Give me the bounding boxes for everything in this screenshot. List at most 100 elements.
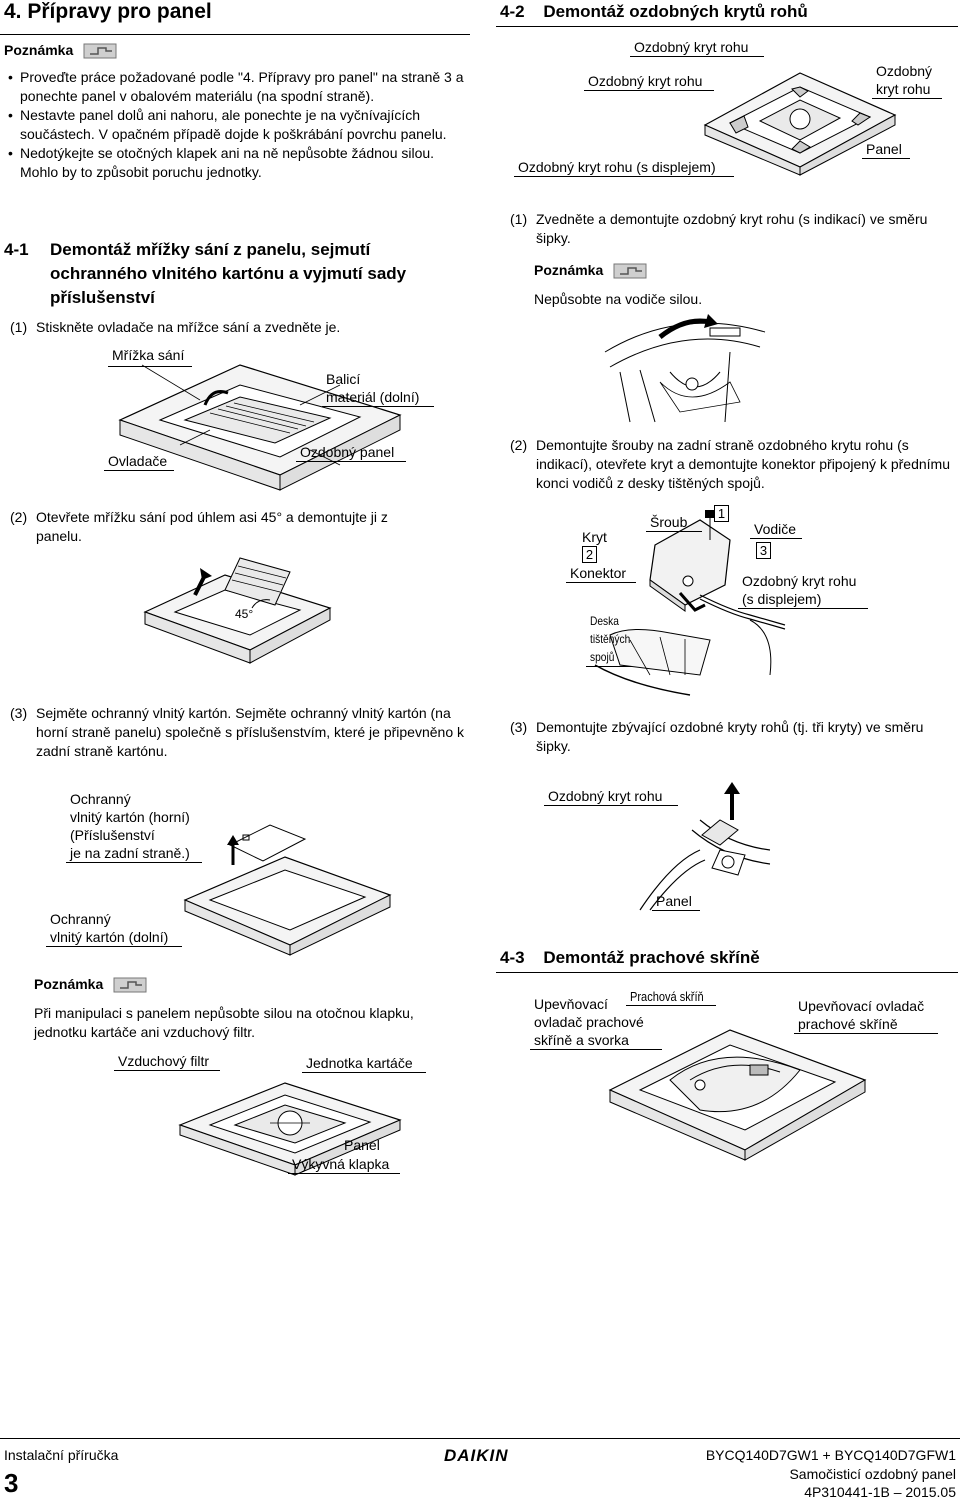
label-lower-carton-2: vlnitý kartón (dolní) xyxy=(50,929,169,945)
label-cover: Kryt xyxy=(582,529,607,545)
label-controls: Ovladače xyxy=(108,453,168,469)
subsection-number: 4-2 xyxy=(500,2,525,21)
label-corner-left: Ozdobný kryt rohu xyxy=(588,73,703,89)
label-dust-left-3: skříně a svorka xyxy=(534,1032,629,1048)
subsection-number: 4-1 xyxy=(4,240,29,259)
label-panel-3: Panel xyxy=(656,893,692,909)
label-corner-cover-3: Ozdobný kryt rohu xyxy=(548,788,663,804)
label-pcb-1: Deska xyxy=(590,614,619,628)
step-text: Stiskněte ovladače na mřížce sání a zved… xyxy=(36,319,341,335)
label-dust-left-2: ovladač prachové xyxy=(534,1014,644,1030)
label-corner-right-2: kryt rohu xyxy=(876,81,931,97)
note-bullet: Nestavte panel dolů ani nahoru, ale pone… xyxy=(4,106,464,144)
hand-pointer-icon xyxy=(113,977,147,993)
label-decor-panel: Ozdobný panel xyxy=(300,444,395,460)
label-panel-42: Panel xyxy=(866,141,902,157)
footer-docid: 4P310441-1B – 2015.05 xyxy=(804,1484,956,1500)
step-text: Sejměte ochranný vlnitý kartón. Sejměte … xyxy=(36,705,465,759)
subsection-4-2-heading: 4-2 Demontáž ozdobných krytů rohů xyxy=(500,2,808,22)
hand-pointer-icon xyxy=(83,43,117,59)
label-upper-carton-2: vlnitý kartón (horní) xyxy=(70,809,190,825)
label-corner-display: Ozdobný kryt rohu (s displejem) xyxy=(518,159,716,175)
figure-dust-box xyxy=(608,1029,867,1161)
label-pcb-3: spojů xyxy=(590,650,615,664)
note-header-3: Poznámka xyxy=(534,262,648,280)
label-panel: Panel xyxy=(344,1137,380,1153)
step-4-1-2: (2) Otevřete mřížku sání pod úhlem asi 4… xyxy=(10,508,430,546)
section-title-rule xyxy=(0,34,470,35)
figure-corner-covers xyxy=(703,72,897,176)
label-swing-flap: Výkyvná klapka xyxy=(292,1156,390,1172)
label-upper-carton-4: je na zadní straně.) xyxy=(70,845,190,861)
label-dust-box: Prachová skříň xyxy=(630,989,704,1004)
step-number: (3) xyxy=(10,705,28,721)
label-lower-carton-1: Ochranný xyxy=(50,911,111,927)
note-label: Poznámka xyxy=(4,42,74,59)
marker-1: 1 xyxy=(714,505,729,523)
label-corner-display-1: Ozdobný kryt rohu xyxy=(742,573,857,589)
label-corner-display-2: (s displejem) xyxy=(742,591,822,607)
note-bullet: Nedotýkejte se otočných klapek ani na ně… xyxy=(4,144,464,182)
label-wires: Vodiče xyxy=(754,521,797,537)
hand-pointer-icon xyxy=(613,263,647,279)
label-dust-right-1: Upevňovací ovladač xyxy=(798,998,925,1014)
footer-doc-type: Instalační příručka xyxy=(4,1447,119,1463)
label-packing-2: materiál (dolní) xyxy=(326,389,420,405)
note-header-2: Poznámka xyxy=(34,976,148,994)
note-bullet-list: Proveďte práce požadované podle "4. Příp… xyxy=(4,68,464,182)
label-brush-unit: Jednotka kartáče xyxy=(306,1055,413,1071)
subsection-number: 4-3 xyxy=(500,948,525,967)
label-grille: Mřížka sání xyxy=(112,347,185,363)
subsection-4-1-heading: 4-1 Demontáž mřížky sání z panelu, sejmu… xyxy=(4,238,464,310)
note-text: Při manipulaci s panelem nepůsobte silou… xyxy=(34,1005,414,1040)
note-header: Poznámka xyxy=(4,42,118,60)
step-number: (1) xyxy=(510,211,528,227)
subsection-title: Demontáž prachové skříně xyxy=(543,948,760,967)
label-dust-right-2: prachové skříně xyxy=(798,1016,898,1032)
note-label: Poznámka xyxy=(534,262,604,279)
subsection-title: Demontáž mřížky sání z panelu, sejmutí o… xyxy=(50,240,407,307)
figure-grille-lift xyxy=(118,364,402,491)
subsection-4-3-heading: 4-3 Demontáž prachové skříně xyxy=(500,948,760,968)
label-corner-top: Ozdobný kryt rohu xyxy=(634,39,749,55)
figure-cardboard-removal xyxy=(183,824,392,956)
label-corner-right-1: Ozdobný xyxy=(876,63,933,79)
brand-logo: DAIKIN xyxy=(444,1446,509,1465)
step-text: Demontujte zbývající ozdobné kryty rohů … xyxy=(536,719,924,754)
label-pcb-2: tištěných xyxy=(590,632,631,646)
footer-page-number: 3 xyxy=(4,1468,19,1498)
footer-product: Samočisticí ozdobný panel xyxy=(789,1466,956,1482)
label-connector: Konektor xyxy=(570,565,627,581)
marker-3: 3 xyxy=(756,542,771,560)
step-number: (1) xyxy=(10,319,28,335)
step-text: Otevřete mřížku sání pod úhlem asi 45° a… xyxy=(36,509,388,544)
step-number: (2) xyxy=(510,437,528,453)
note-label: Poznámka xyxy=(34,976,104,993)
section-title: 4. Přípravy pro panel xyxy=(4,0,212,23)
step-text: Zvedněte a demontujte ozdobný kryt rohu … xyxy=(536,211,928,246)
subsection-title: Demontáž ozdobných krytů rohů xyxy=(543,2,808,21)
step-text: Demontujte šrouby na zadní straně ozdobn… xyxy=(536,437,950,491)
figure-connector-removal xyxy=(594,510,786,696)
step-4-1-3: (3) Sejměte ochranný vlnitý kartón. Sejm… xyxy=(10,704,465,761)
marker-2: 2 xyxy=(582,546,597,564)
note-bullet: Proveďte práce požadované podle "4. Příp… xyxy=(4,68,464,106)
footer-rule xyxy=(0,1438,960,1439)
figure-panel-handling xyxy=(178,1082,402,1176)
figure-corner-lift xyxy=(604,314,766,423)
footer-model: BYCQ140D7GW1 + BYCQ140D7GFW1 xyxy=(705,1447,956,1463)
figure-remaining-corners xyxy=(639,782,771,911)
step-4-2-1: (1) Zvedněte a demontujte ozdobný kryt r… xyxy=(510,210,950,248)
label-upper-carton-3: (Příslušenství xyxy=(70,827,155,843)
step-number: (3) xyxy=(510,719,528,735)
note-text-3: Nepůsobte na vodiče silou. xyxy=(534,291,703,307)
step-4-2-2: (2) Demontujte šrouby na zadní straně oz… xyxy=(510,436,950,493)
label-air-filter: Vzduchový filtr xyxy=(118,1053,210,1069)
step-4-1-1: (1) Stiskněte ovladače na mřížce sání a … xyxy=(10,318,465,337)
label-angle: 45° xyxy=(235,607,254,621)
label-screw: Šroub xyxy=(650,514,688,530)
label-dust-left-1: Upevňovací xyxy=(534,996,608,1012)
figure-grille-open-45 xyxy=(143,557,332,664)
label-upper-carton-1: Ochranný xyxy=(70,791,131,807)
step-4-2-3: (3) Demontujte zbývající ozdobné kryty r… xyxy=(510,718,955,756)
